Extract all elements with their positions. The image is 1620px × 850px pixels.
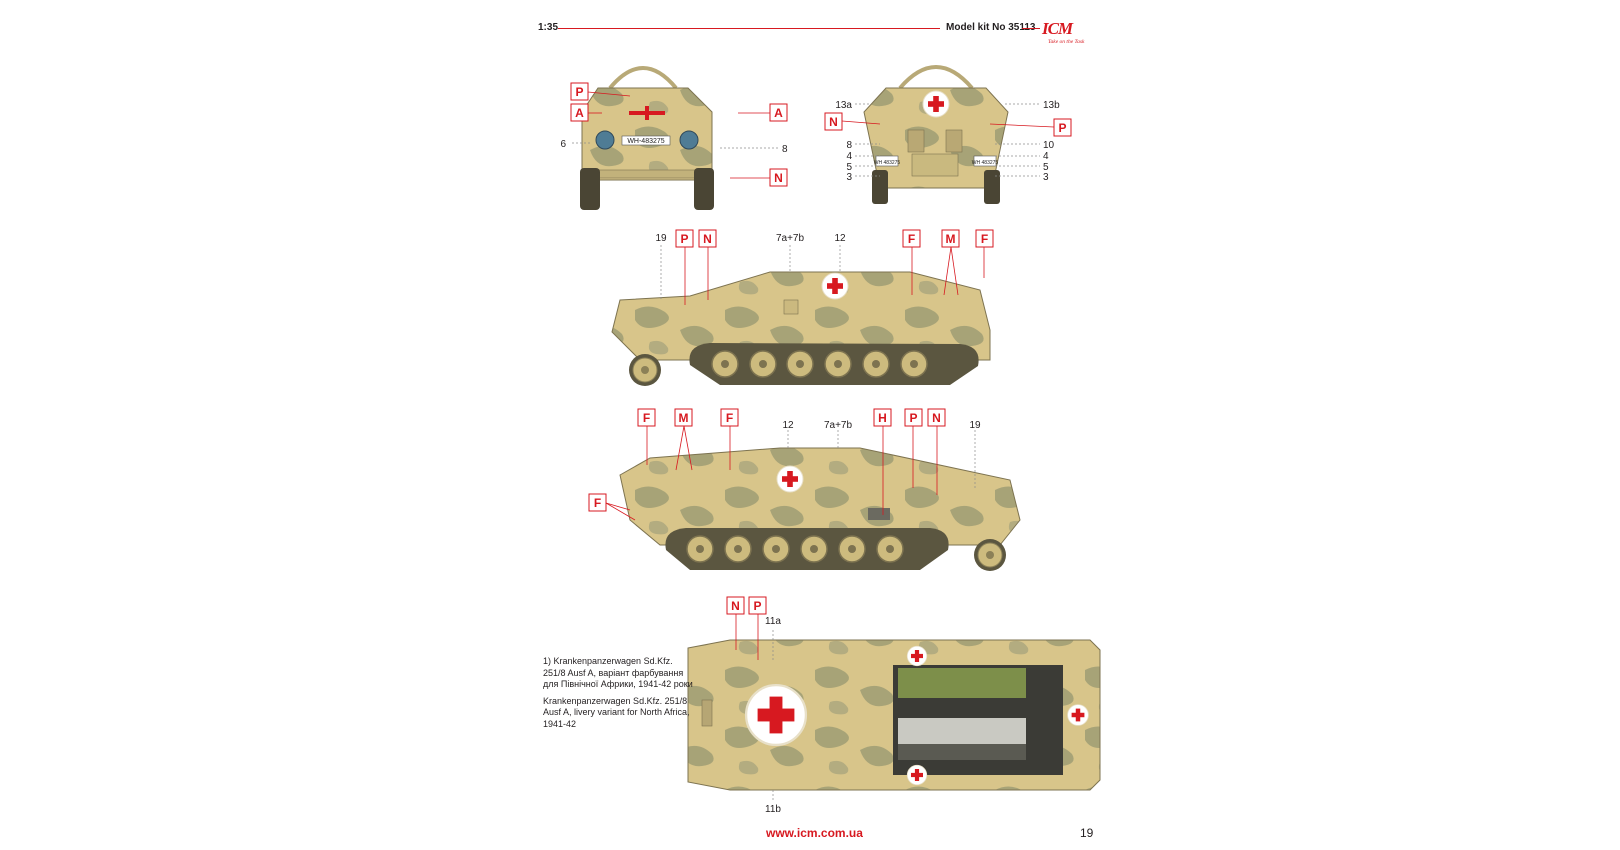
front-view <box>580 66 714 210</box>
side-view-left <box>611 271 991 387</box>
logo-wordmark: ICM <box>1042 19 1073 38</box>
callout-number: 8 <box>782 144 788 155</box>
flag-label: F <box>594 496 601 510</box>
front-flags: P A A N <box>570 82 788 187</box>
callout-number: 4 <box>1043 151 1049 162</box>
flag-label: F <box>726 411 733 425</box>
flag-label: N <box>731 599 740 613</box>
leader-lines <box>570 103 1040 800</box>
callout-number: 7a+7b <box>824 420 853 431</box>
callout-number: 4 <box>846 151 852 162</box>
kit-number: Model kit No 35113 <box>946 22 1036 33</box>
rear-view <box>863 65 1009 204</box>
flag-label: P <box>1058 121 1066 135</box>
callout-number: 5 <box>1043 162 1049 173</box>
icm-logo: ICM Take on the Task <box>1042 19 1092 49</box>
flag-label: M <box>679 411 689 425</box>
side-view-right <box>619 447 1021 572</box>
callout-number: 11a <box>765 616 781 627</box>
callout-number: 10 <box>1043 140 1055 151</box>
callout-number: 13b <box>1043 100 1060 111</box>
flag-label: N <box>703 232 712 246</box>
flag-label: P <box>753 599 761 613</box>
flag-label: P <box>575 85 583 99</box>
flag-label: N <box>932 411 941 425</box>
callout-number: 19 <box>655 233 667 244</box>
flag-label: M <box>946 232 956 246</box>
callout-number: 12 <box>834 233 846 244</box>
side-right-flags: F M F H P N F <box>588 408 946 512</box>
top-view <box>687 639 1101 791</box>
side-left-flags: P N F M F <box>675 229 994 248</box>
flag-label: N <box>829 115 838 129</box>
flag-label: F <box>981 232 988 246</box>
callout-number: 3 <box>846 172 852 183</box>
rear-flags: N P <box>824 112 1072 137</box>
callout-number: 7a+7b <box>776 233 805 244</box>
flag-label: P <box>909 411 917 425</box>
plate-caption: 1) Krankenpanzerwagen Sd.Kfz. 251/8 Ausf… <box>543 656 693 735</box>
callout-number: 11b <box>765 804 781 815</box>
flag-label: F <box>908 232 915 246</box>
top-flags: N P <box>726 596 767 615</box>
callout-number: 6 <box>560 139 566 150</box>
flag-label: P <box>680 232 688 246</box>
page-number: 19 <box>1080 826 1094 840</box>
header-rule <box>558 28 940 29</box>
header-rule-short <box>1022 28 1040 29</box>
footer-url[interactable]: www.icm.com.ua <box>766 826 863 840</box>
scale-label: 1:35 <box>538 22 559 33</box>
flag-label: A <box>575 106 584 120</box>
callout-number: 8 <box>846 140 852 151</box>
callout-number: 12 <box>782 420 794 431</box>
callout-number: 5 <box>846 162 852 173</box>
callout-number: 19 <box>969 420 981 431</box>
callout-numbers: 6 8 13a 8 4 5 3 13b 10 4 5 3 19 7a+7b 12… <box>560 100 1060 815</box>
rear-plate-left: WH 483275 <box>874 160 901 166</box>
caption-ukrainian: 1) Krankenpanzerwagen Sd.Kfz. 251/8 Ausf… <box>543 656 693 689</box>
callout-number: 13a <box>835 100 852 111</box>
flag-label: A <box>774 106 783 120</box>
front-plate-text: WH-483275 <box>627 138 664 145</box>
caption-english: Krankenpanzerwagen Sd.Kfz. 251/8 Ausf A,… <box>543 695 690 729</box>
flag-label: N <box>774 171 783 185</box>
rear-plate-right: WH 483275 <box>972 160 999 166</box>
logo-tagline: Take on the Task <box>1048 39 1085 45</box>
callout-number: 3 <box>1043 172 1049 183</box>
flag-label: H <box>878 411 887 425</box>
red-leaders <box>587 91 1055 660</box>
flag-label: F <box>643 411 650 425</box>
